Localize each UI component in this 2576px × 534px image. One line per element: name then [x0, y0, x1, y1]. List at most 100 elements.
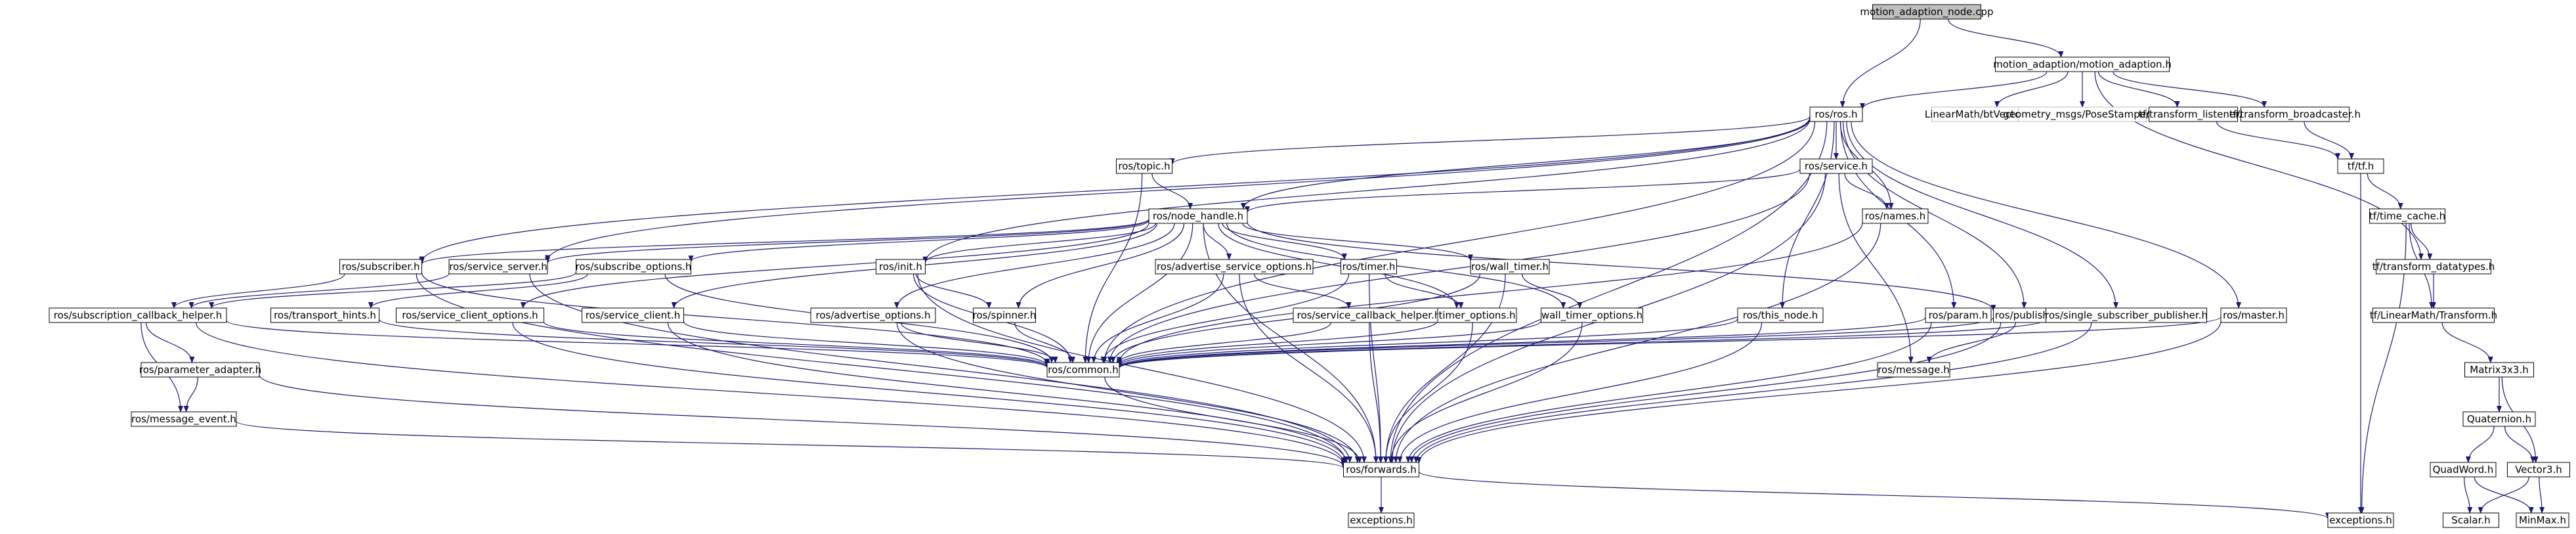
node-label-param_adapter: ros/parameter_adapter.h: [139, 364, 261, 376]
node-wall_timer[interactable]: ros/wall_timer.h: [1470, 259, 1550, 275]
node-time_cache[interactable]: tf/time_cache.h: [2369, 208, 2445, 224]
edge-node_handle-to-service_server: [545, 219, 1149, 264]
node-tf_datatypes[interactable]: tf/transform_datatypes.h: [2372, 259, 2495, 275]
node-root[interactable]: motion_adaption_node.cpp: [1860, 4, 1994, 20]
node-pose[interactable]: geometry_msgs/PoseStamped.h: [2003, 106, 2162, 122]
node-minmax[interactable]: MinMax.h: [2516, 512, 2569, 528]
node-label-ma_h: motion_adaption/motion_adaption.h: [1993, 58, 2172, 71]
node-label-master: ros/master.h: [2223, 309, 2285, 321]
node-message[interactable]: ros/message.h: [1877, 362, 1950, 378]
edge-srv_client_opts-to-common: [543, 321, 1050, 368]
node-box-ros_h: [1809, 106, 1863, 122]
node-single_sub_pub[interactable]: ros/single_subscriber_publisher.h: [2045, 307, 2208, 323]
node-this_node[interactable]: ros/this_node.h: [1737, 307, 1824, 323]
edge-ma_h-to-tf_broadcaster: [2113, 71, 2267, 108]
node-timer_opts[interactable]: timer_options.h: [1437, 307, 1517, 323]
node-label-service_client: ros/service_client.h: [586, 309, 681, 322]
node-matrix3x3[interactable]: Matrix3x3.h: [2464, 362, 2534, 378]
node-param[interactable]: ros/param.h: [1925, 307, 1992, 323]
node-label-quaternion: Quaternion.h: [2467, 413, 2531, 425]
node-label-common: ros/common.h: [1048, 364, 1119, 376]
edge-srv_cb_helper-to-common: [1117, 322, 1331, 364]
node-adv_opts[interactable]: ros/advertise_options.h: [810, 307, 936, 323]
node-common[interactable]: ros/common.h: [1046, 362, 1120, 378]
node-forwards[interactable]: ros/forwards.h: [1343, 462, 1419, 478]
node-label-vector3: Vector3.h: [2515, 464, 2562, 476]
edge-ros_h-to-publisher: [1843, 121, 2027, 309]
node-box-time_cache: [2369, 208, 2445, 224]
edge-root-to-ros_h: [1839, 18, 1921, 108]
edge-time_cache-to-exceptions_tf: [2359, 223, 2407, 514]
node-srv_cb_helper[interactable]: ros/service_callback_helper.h: [1293, 307, 1445, 323]
edge-node_handle-to-wall_timer: [1242, 223, 1473, 261]
node-label-adv_srv_opts: ros/advertise_service_options.h: [1157, 261, 1312, 273]
node-srv_client_opts[interactable]: ros/service_client_options.h: [396, 307, 544, 323]
node-sub_cb_helper[interactable]: ros/subscription_callback_helper.h: [49, 307, 227, 323]
node-ros_h[interactable]: ros/ros.h: [1809, 106, 1863, 122]
node-subscriber[interactable]: ros/subscriber.h: [339, 259, 422, 275]
edge-ma_h-to-vec3_bt: [1994, 71, 2069, 108]
node-box-subscribe_options: [576, 259, 691, 275]
node-label-tf_h: tf/tf.h: [2348, 160, 2374, 172]
node-quadword[interactable]: QuadWord.h: [2430, 462, 2497, 478]
edge-lm_transform-to-matrix3x3: [2441, 322, 2493, 363]
node-box-minmax: [2516, 512, 2569, 528]
node-label-subscriber: ros/subscriber.h: [342, 261, 420, 273]
node-adv_srv_opts[interactable]: ros/advertise_service_options.h: [1155, 259, 1314, 275]
node-service_server[interactable]: ros/service_server.h: [448, 259, 548, 275]
node-label-message: ros/message.h: [1878, 364, 1950, 376]
node-scalar[interactable]: Scalar.h: [2443, 512, 2499, 528]
edge-timer-to-forwards: [1369, 273, 1384, 463]
node-tf_broadcaster[interactable]: tf/transform_broadcaster.h: [2229, 106, 2361, 122]
node-label-wall_timer: ros/wall_timer.h: [1471, 261, 1549, 273]
node-ma_h[interactable]: motion_adaption/motion_adaption.h: [1993, 56, 2172, 72]
node-master[interactable]: ros/master.h: [2220, 307, 2287, 323]
node-wall_timer_opts[interactable]: wall_timer_options.h: [1541, 307, 1643, 323]
node-param_adapter[interactable]: ros/parameter_adapter.h: [139, 362, 261, 378]
node-box-service_server: [448, 259, 548, 275]
node-service_client[interactable]: ros/service_client.h: [582, 307, 684, 323]
node-topic[interactable]: ros/topic.h: [1116, 158, 1172, 174]
edge-publisher-to-forwards: [1409, 322, 2002, 463]
node-tf_listener[interactable]: tf/transform_listener.h: [2139, 106, 2248, 122]
node-message_event[interactable]: ros/message_event.h: [131, 411, 237, 427]
node-label-names: ros/names.h: [1865, 210, 1926, 222]
edge-master-to-forwards: [1416, 321, 2222, 464]
edge-adv_opts-to-forwards: [896, 322, 1360, 463]
edge-single_sub_pub-to-forwards: [1413, 322, 2092, 463]
edge-spinner-to-common: [1014, 322, 1076, 363]
node-quaternion[interactable]: Quaternion.h: [2462, 411, 2536, 427]
node-spinner[interactable]: ros/spinner.h: [973, 307, 1037, 323]
node-box-forwards: [1343, 462, 1419, 478]
edge-quadword-to-scalar: [2464, 476, 2473, 514]
node-names[interactable]: ros/names.h: [1862, 208, 1929, 224]
node-service[interactable]: ros/service.h: [1799, 158, 1873, 174]
edge-ma_h-to-tf_datatypes: [2094, 71, 2424, 260]
node-box-node_handle: [1148, 208, 1248, 224]
node-box-service: [1799, 158, 1873, 174]
node-lm_transform[interactable]: tf/LinearMath/Transform.h: [2370, 307, 2497, 323]
edge-param_adapter-to-message_event: [183, 376, 198, 412]
node-exceptions_ros[interactable]: exceptions.h: [1348, 512, 1415, 528]
edge-node_handle-to-timer_opts: [1218, 223, 1459, 309]
node-init[interactable]: ros/init.h: [876, 259, 926, 275]
edge-subscriber-to-sub_cb_helper: [171, 273, 345, 309]
node-timer[interactable]: ros/timer.h: [1341, 259, 1397, 275]
node-exceptions_tf[interactable]: exceptions.h: [2327, 512, 2394, 528]
node-box-subscriber: [339, 259, 422, 275]
edge-ros_h-to-subscriber: [419, 117, 1811, 263]
node-label-node_handle: ros/node_handle.h: [1153, 210, 1243, 223]
edge-tf_h-to-time_cache: [2367, 173, 2403, 210]
node-transport_hints[interactable]: ros/transport_hints.h: [270, 307, 379, 323]
node-box-common: [1046, 362, 1120, 378]
node-label-matrix3x3: Matrix3x3.h: [2470, 364, 2528, 376]
node-vec3_bt[interactable]: LinearMath/btVector3.h: [1925, 106, 2040, 122]
node-subscribe_options[interactable]: ros/subscribe_options.h: [576, 259, 692, 275]
node-label-minmax: MinMax.h: [2519, 514, 2566, 526]
edge-common-to-forwards: [1104, 376, 1363, 463]
node-node_handle[interactable]: ros/node_handle.h: [1148, 208, 1248, 224]
node-vector3[interactable]: Vector3.h: [2507, 462, 2570, 478]
node-tf_h[interactable]: tf/tf.h: [2337, 158, 2384, 174]
edge-node_handle-to-spinner: [1016, 223, 1185, 309]
